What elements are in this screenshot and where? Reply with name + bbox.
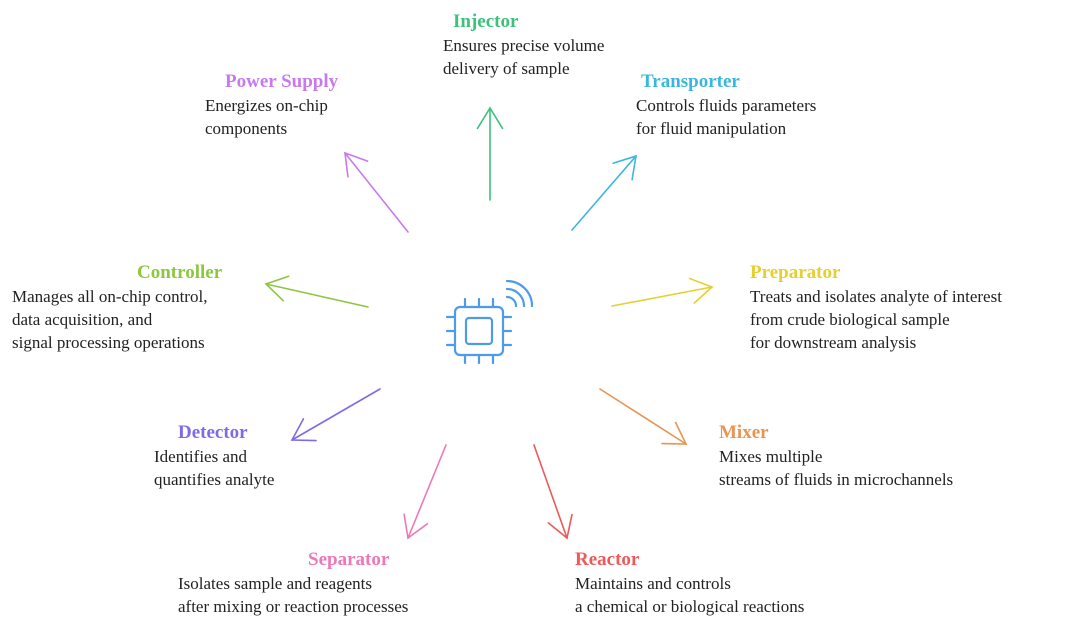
separator-arrow [403, 444, 447, 540]
separator-title: Separator [308, 549, 390, 570]
controller-desc-line: Manages all on-chip control, [12, 287, 208, 306]
separator-node: Separator Isolates sample and reagents a… [178, 548, 498, 618]
separator-desc-line: after mixing or reaction processes [178, 597, 409, 616]
power-supply-desc-line: components [205, 119, 288, 138]
controller-description: Manages all on-chip control, data acquis… [12, 285, 282, 354]
controller-node: Controller Manages all on-chip control, … [12, 261, 282, 354]
injector-desc-line: delivery of sample [443, 59, 570, 78]
reactor-title: Reactor [575, 549, 640, 570]
power-supply-description: Energizes on-chip components [205, 94, 405, 140]
mixer-arrow [599, 388, 688, 445]
preparator-arrow [611, 277, 714, 307]
preparator-node: Preparator Treats and isolates analyte o… [750, 261, 1060, 354]
reactor-desc-line: a chemical or biological reactions [575, 597, 805, 616]
power-arrow [344, 151, 409, 233]
injector-node: Injector Ensures precise volume delivery… [443, 10, 673, 80]
preparator-title: Preparator [750, 262, 841, 283]
injector-description: Ensures precise volume delivery of sampl… [443, 34, 673, 80]
injector-title: Injector [453, 11, 519, 32]
injector-desc-line: Ensures precise volume [443, 36, 605, 55]
detector-description: Identifies and quantifies analyte [154, 445, 354, 491]
transporter-desc-line: for fluid manipulation [636, 119, 787, 138]
preparator-description: Treats and isolates analyte of interest … [750, 285, 1060, 354]
preparator-desc-line: from crude biological sample [750, 310, 950, 329]
controller-title: Controller [137, 262, 223, 283]
detector-arrow [290, 388, 381, 442]
transporter-arrow [571, 154, 638, 231]
transporter-node: Transporter Controls fluids parameters f… [636, 70, 896, 140]
mixer-description: Mixes multiple streams of fluids in micr… [719, 445, 1039, 491]
reactor-desc-line: Maintains and controls [575, 574, 731, 593]
transporter-desc-line: Controls fluids parameters [636, 96, 817, 115]
mixer-title: Mixer [719, 422, 769, 443]
reactor-node: Reactor Maintains and controls a chemica… [575, 548, 895, 618]
microchip-wireless-icon [445, 279, 534, 365]
reactor-arrow [533, 444, 573, 540]
detector-node: Detector Identifies and quantifies analy… [154, 421, 354, 491]
mixer-node: Mixer Mixes multiple streams of fluids i… [719, 421, 1039, 491]
separator-description: Isolates sample and reagents after mixin… [178, 572, 498, 618]
separator-desc-line: Isolates sample and reagents [178, 574, 373, 593]
power-supply-node: Power Supply Energizes on-chip component… [205, 70, 405, 140]
mixer-desc-line: Mixes multiple [719, 447, 823, 466]
injector-arrow [476, 106, 504, 201]
preparator-desc-line: for downstream analysis [750, 333, 917, 352]
detector-desc-line: quantifies analyte [154, 470, 275, 489]
transporter-description: Controls fluids parameters for fluid man… [636, 94, 896, 140]
detector-title: Detector [178, 422, 248, 443]
controller-desc-line: signal processing operations [12, 333, 205, 352]
power-supply-title: Power Supply [225, 71, 339, 92]
controller-desc-line: data acquisition, and [12, 310, 153, 329]
controller-arrow [264, 275, 369, 308]
mixer-desc-line: streams of fluids in microchannels [719, 470, 954, 489]
detector-desc-line: Identifies and [154, 447, 247, 466]
transporter-title: Transporter [641, 71, 740, 92]
reactor-description: Maintains and controls a chemical or bio… [575, 572, 895, 618]
power-supply-desc-line: Energizes on-chip [205, 96, 328, 115]
preparator-desc-line: Treats and isolates analyte of interest [750, 287, 1002, 306]
